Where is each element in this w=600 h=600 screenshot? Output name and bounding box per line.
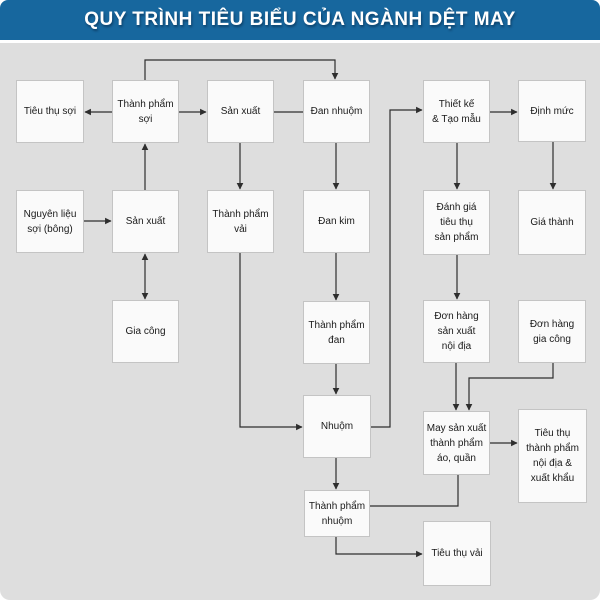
node-don-hang-gia-cong: Đơn hàng gia công (518, 300, 586, 363)
node-gia-cong: Gia công (112, 300, 179, 363)
node-thiet-ke-tao-mau: Thiết kế & Tạo mẫu (423, 80, 490, 143)
title-bar: QUY TRÌNH TIÊU BIỂU CỦA NGÀNH DỆT MAY (0, 0, 600, 40)
page-title: QUY TRÌNH TIÊU BIỂU CỦA NGÀNH DỆT MAY (84, 9, 516, 30)
node-san-xuat-soi: Sản xuất (112, 190, 179, 253)
node-thanh-pham-vai: Thành phẩm vải (207, 190, 274, 253)
node-tieu-thu-vai: Tiêu thụ vải (423, 521, 491, 586)
node-san-xuat-det: Sản xuất (207, 80, 274, 143)
node-dinh-muc: Định mức (518, 80, 586, 142)
node-dan-kim: Đan kim (303, 190, 370, 253)
node-thanh-pham-dan: Thành phẩm đan (303, 301, 370, 364)
node-thanh-pham-soi: Thành phẩm sợi (112, 80, 179, 143)
node-thanh-pham-nhuom: Thành phẩm nhuộm (304, 490, 370, 537)
diagram-canvas (0, 43, 600, 600)
node-tieu-thu-thanh-pham: Tiêu thụ thành phẩm nội địa & xuất khẩu (518, 409, 587, 503)
node-tieu-thu-soi: Tiêu thụ sợi (16, 80, 84, 143)
node-nhuom: Nhuộm (303, 395, 371, 458)
node-danh-gia-tieu-thu: Đánh giá tiêu thụ sản phẩm (423, 190, 490, 255)
node-dan-nhuom: Đan nhuộm (303, 80, 370, 143)
node-may-san-xuat: May sản xuất thành phẩm áo, quần (423, 411, 490, 475)
node-gia-thanh: Giá thành (518, 190, 586, 255)
node-don-hang-san-xuat-noi-dia: Đơn hàng sản xuất nội địa (423, 300, 490, 363)
node-nguyen-lieu-soi: Nguyên liệu sợi (bông) (16, 190, 84, 253)
